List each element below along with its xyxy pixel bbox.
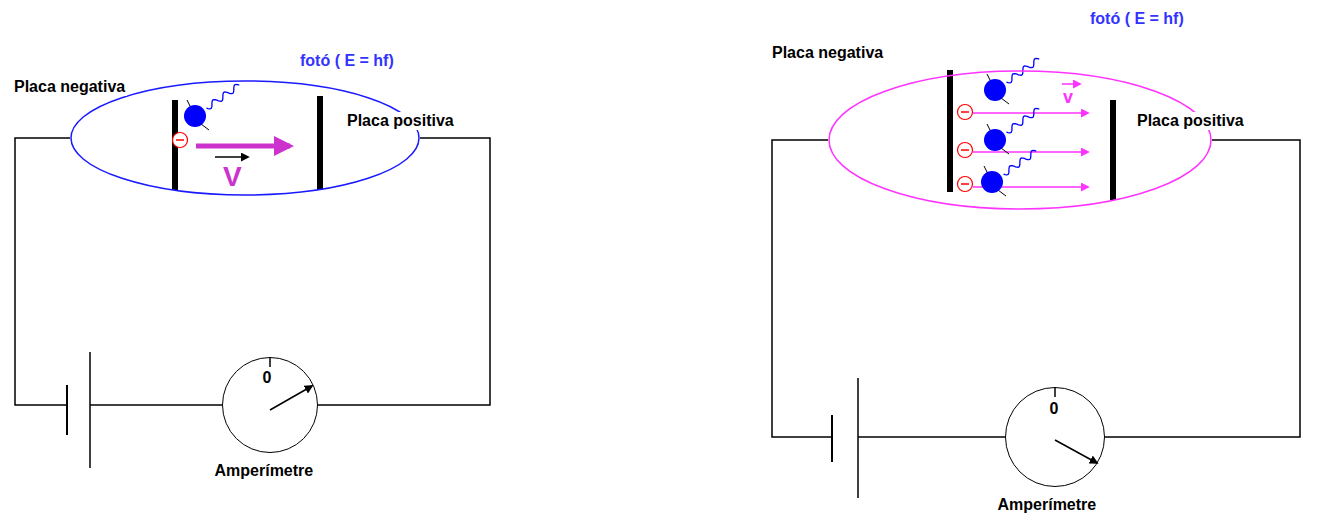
vector-arrow xyxy=(215,156,248,158)
tube-outline xyxy=(829,71,1211,209)
plate-label: Placa positiva xyxy=(1135,112,1246,130)
ammeter-needle xyxy=(1055,440,1097,463)
velocity-label: v xyxy=(1063,88,1073,108)
photon xyxy=(184,105,206,127)
ammeter-needle xyxy=(270,386,312,410)
battery-plate xyxy=(66,385,68,435)
photon-leg xyxy=(998,190,1006,196)
electron xyxy=(958,143,973,158)
photon-leg xyxy=(201,124,209,130)
positive-plate xyxy=(317,96,323,190)
electron-sign xyxy=(176,139,184,141)
wire xyxy=(90,404,222,406)
tube-outline xyxy=(70,80,420,196)
photon xyxy=(984,129,1006,151)
plate-label: Placa negativa xyxy=(12,78,127,96)
wire xyxy=(15,138,70,405)
photon-label: fotó ( E = hf) xyxy=(300,52,394,70)
ammeter-label: Amperímetre xyxy=(998,496,1097,514)
negative-plate xyxy=(947,70,953,192)
wire xyxy=(858,436,1005,438)
ammeter: 0Amperímetre xyxy=(1005,387,1105,487)
wire xyxy=(318,138,490,405)
electron xyxy=(958,105,973,120)
wire xyxy=(1105,140,1300,437)
electron xyxy=(173,133,188,148)
plate-label: Placa positiva xyxy=(345,112,456,130)
ammeter-label: Amperímetre xyxy=(215,462,314,480)
battery-plate xyxy=(89,352,91,468)
electron xyxy=(958,177,973,192)
electron-sign xyxy=(961,149,969,151)
photon xyxy=(984,79,1006,101)
photon xyxy=(981,171,1003,193)
vector-arrow xyxy=(1062,83,1080,85)
positive-plate xyxy=(1110,100,1116,200)
photon-label: fotó ( E = hf) xyxy=(1090,10,1184,28)
electron-velocity xyxy=(196,144,290,149)
battery-plate xyxy=(857,378,859,498)
photon-leg xyxy=(1001,98,1009,104)
photon-group xyxy=(173,58,1040,196)
vacuum-tube: fotó ( E = hf)Placa negativaPlaca positi… xyxy=(70,80,420,196)
battery-plate xyxy=(831,415,833,462)
photon-wave xyxy=(1006,108,1039,132)
tube-outline xyxy=(71,81,419,195)
electron-velocity xyxy=(973,112,1088,114)
dial-zero: 0 xyxy=(263,369,272,387)
dial-zero: 0 xyxy=(1050,400,1059,418)
electron-sign xyxy=(961,183,969,185)
tube-outline xyxy=(828,70,1212,210)
ammeter: 0Amperímetre xyxy=(222,357,318,453)
electron-sign xyxy=(961,111,969,113)
vacuum-tube: fotó ( E = hf)Placa negativaPlaca positi… xyxy=(828,70,1212,210)
dial-tick xyxy=(1054,387,1056,397)
dial-tick xyxy=(269,357,271,367)
plate-label: Placa negativa xyxy=(770,44,885,62)
photon-wave xyxy=(1003,150,1036,175)
photon-leg xyxy=(1001,148,1009,154)
velocity-label: V xyxy=(223,162,242,193)
wire xyxy=(772,140,832,437)
photon-wave xyxy=(206,84,239,109)
